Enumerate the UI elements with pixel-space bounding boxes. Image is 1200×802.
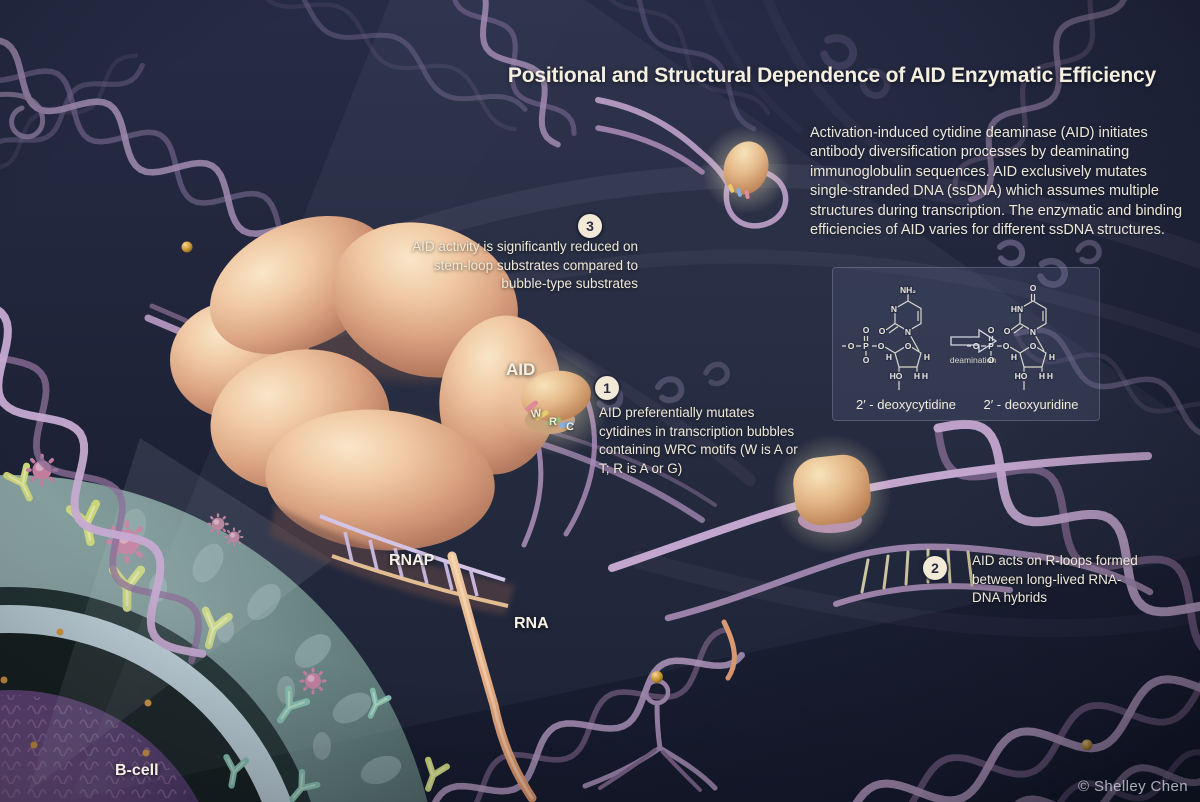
atom-label-nh2: NH₂: [900, 285, 916, 295]
atom-label-hn: HN: [1011, 304, 1023, 314]
note2-badge: 2: [923, 556, 947, 580]
deoxycytidine-caption: 2′ - deoxycytidine: [856, 397, 956, 412]
atom-label-n: N: [1030, 327, 1036, 337]
atom-label-n: N: [891, 304, 897, 314]
intro-paragraph: Activation-induced cytidine deaminase (A…: [810, 125, 1183, 239]
atom-label-o: O: [988, 355, 995, 365]
atom-label-o: O: [1004, 326, 1011, 336]
note3-badge: 3: [578, 214, 602, 238]
atom-label-h: H: [1049, 352, 1055, 362]
atom-label-h: H: [922, 371, 928, 381]
atom-label-o: O: [905, 341, 912, 351]
deamination-label: deamination: [950, 355, 997, 365]
page-title: Positional and Structural Dependence of …: [507, 64, 1156, 87]
aid-label: AID: [506, 360, 536, 379]
deoxyuridine-structure: [967, 294, 1047, 390]
atom-label-o: O: [1030, 283, 1037, 293]
bcell-label: B-cell: [115, 762, 159, 779]
atom-label-p: P: [988, 341, 994, 351]
deoxyuridine-caption: 2′ - deoxyuridine: [984, 397, 1079, 412]
atom-label-o: O: [848, 341, 855, 351]
note1-text: AID preferentially mutates cytidines in …: [599, 405, 798, 476]
atom-label-o: O: [1003, 341, 1010, 351]
rnap-label: RNAP: [389, 552, 435, 569]
note1-badge: 1: [595, 376, 619, 400]
atom-label-o: O: [879, 326, 886, 336]
atom-label-h: H: [914, 371, 920, 381]
artist-credit: © Shelley Chen: [1077, 778, 1188, 795]
atom-label-o: O: [973, 341, 980, 351]
wrc-letter-r: R: [549, 416, 557, 428]
rna-label: RNA: [514, 615, 549, 632]
atom-label-p: P: [863, 341, 869, 351]
atom-label-o: O: [988, 325, 995, 335]
atom-label-o: O: [863, 355, 870, 365]
note3-text: AID activity is significantly reduced on…: [412, 239, 638, 292]
wrc-letter-w: W: [530, 407, 543, 421]
atom-label-o: O: [878, 341, 885, 351]
atom-label-h: H: [886, 352, 892, 362]
deamination-arrow-icon: [950, 328, 998, 354]
deoxycytidine-structure: [842, 294, 922, 390]
atom-label-h: H: [1039, 371, 1045, 381]
atom-label-o: O: [1030, 341, 1037, 351]
atom-label-o: O: [863, 325, 870, 335]
wrc-letter-c: C: [565, 420, 575, 434]
atom-label-ho: HO: [890, 371, 903, 381]
atom-label-ho: HO: [1015, 371, 1028, 381]
atom-label-h: H: [1047, 371, 1053, 381]
atom-label-h: H: [1011, 352, 1017, 362]
note2-text: AID acts on R-loops formed between long-…: [972, 553, 1138, 606]
atom-label-n: N: [905, 327, 911, 337]
atom-label-h: H: [924, 352, 930, 362]
